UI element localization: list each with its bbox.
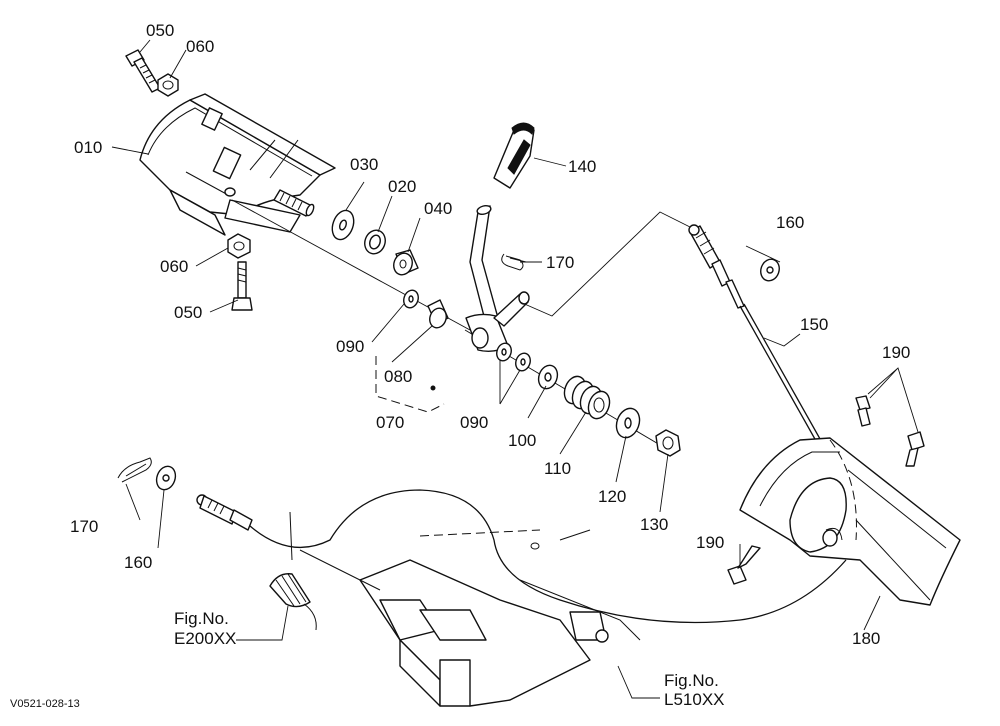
label-070: 070 <box>376 413 404 432</box>
label-170-top: 170 <box>546 253 574 272</box>
lower-cable <box>249 489 847 624</box>
part-140-grip <box>493 122 535 189</box>
part-170-clip-left <box>117 457 152 483</box>
label-120: 120 <box>598 487 626 506</box>
part-labels: 010 050 060 060 050 030 020 040 140 170 … <box>70 21 910 648</box>
part-090-washer-right-1 <box>496 342 512 362</box>
reference-label-line-1: Fig.No. <box>664 671 719 690</box>
label-170-left: 170 <box>70 517 98 536</box>
label-160-left: 160 <box>124 553 152 572</box>
label-150: 150 <box>800 315 828 334</box>
part-010-bracket <box>139 93 336 236</box>
part-130-nut <box>655 429 681 457</box>
label-100: 100 <box>508 431 536 450</box>
part-080-collar <box>427 299 449 329</box>
label-060-bottom: 060 <box>160 257 188 276</box>
part-030-washer <box>331 209 355 241</box>
group-070-dot <box>430 385 436 391</box>
label-140: 140 <box>568 157 596 176</box>
part-150-cable <box>688 224 825 449</box>
part-stud <box>273 189 315 217</box>
part-160-washer-right <box>760 258 780 282</box>
figure-reference-e200xx: Fig.No. E200XX <box>174 609 236 648</box>
part-090-washer-right-2 <box>515 352 531 372</box>
label-060-top: 060 <box>186 37 214 56</box>
part-040-bushing <box>393 249 419 276</box>
part-190-bolt-3 <box>727 545 761 585</box>
label-040: 040 <box>424 199 452 218</box>
part-160-washer-left <box>155 465 177 491</box>
label-160-right: 160 <box>776 213 804 232</box>
label-110: 110 <box>544 459 571 478</box>
part-190-bolt-2 <box>905 431 925 467</box>
label-080: 080 <box>384 367 412 386</box>
part-110-spring <box>563 375 611 420</box>
reference-label-line-1: Fig.No. <box>174 609 229 628</box>
label-190-top: 190 <box>882 343 910 362</box>
part-100-washer <box>537 364 559 390</box>
part-spring-lower <box>269 511 317 631</box>
footer-code: V0521-028-13 <box>10 698 80 710</box>
part-060-nut-bottom <box>227 233 251 259</box>
part-050-bolt-top <box>125 49 161 93</box>
part-050-bolt-bottom <box>231 261 253 311</box>
reference-label-line-2: E200XX <box>174 629 236 648</box>
part-140-lever <box>465 205 530 353</box>
label-020: 020 <box>388 177 416 196</box>
label-180: 180 <box>852 629 880 648</box>
label-090-a: 090 <box>336 337 364 356</box>
group-070-bracket <box>375 356 445 413</box>
part-020-ring <box>364 229 386 255</box>
lower-cable-end <box>196 494 253 531</box>
part-190-bolt-1 <box>855 395 871 427</box>
leader-lines <box>111 39 919 699</box>
figure-reference-l510xx: Fig.No. L510XX <box>664 671 725 709</box>
label-050-bottom: 050 <box>174 303 202 322</box>
label-130: 130 <box>640 515 668 534</box>
part-180-guard <box>739 437 961 606</box>
cable-link-line <box>519 211 701 317</box>
label-050-top: 050 <box>146 21 174 40</box>
label-090-b: 090 <box>460 413 488 432</box>
part-120-washer <box>615 407 641 439</box>
label-010: 010 <box>74 138 102 157</box>
reference-label-line-2: L510XX <box>664 690 725 709</box>
label-030: 030 <box>350 155 378 174</box>
frame-assembly <box>299 529 641 707</box>
part-090-washer-left <box>403 289 419 309</box>
label-190-bottom: 190 <box>696 533 724 552</box>
part-060-nut-top <box>157 73 179 97</box>
